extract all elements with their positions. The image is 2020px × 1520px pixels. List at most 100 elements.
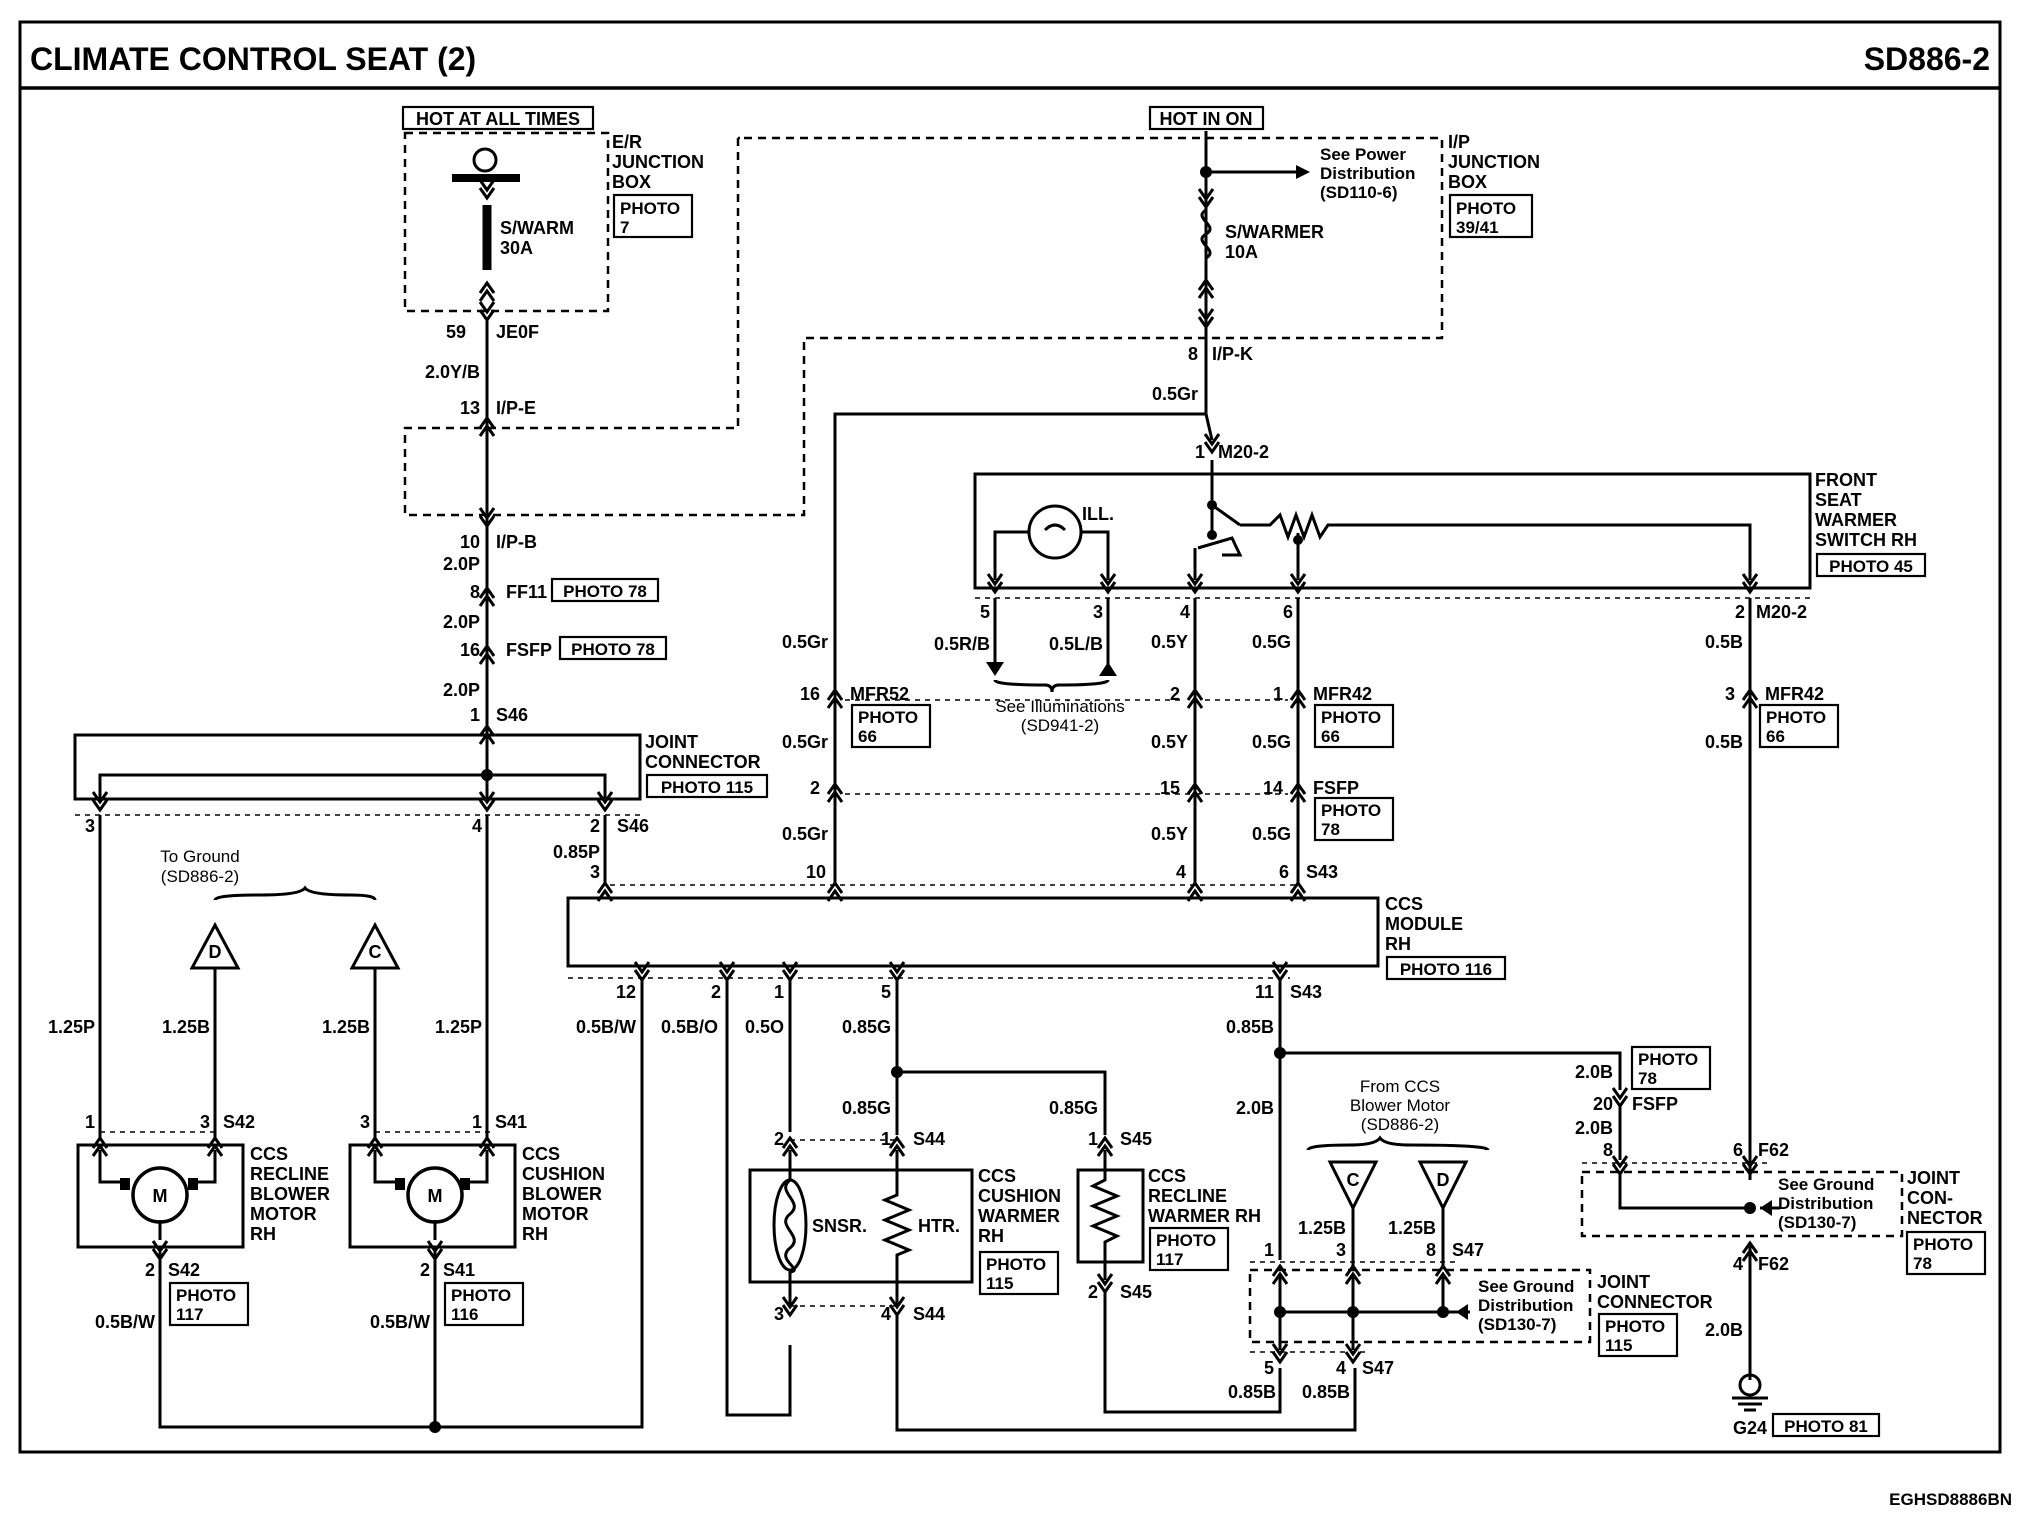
sensor-coil xyxy=(784,1178,796,1274)
cushion-blower-l1: CCS xyxy=(522,1144,560,1164)
arrow-power-dist xyxy=(1296,165,1310,179)
pin-5-switch: 5 xyxy=(980,602,990,622)
resistor-tap xyxy=(1293,535,1303,545)
photo-45-label: PHOTO 45 xyxy=(1829,557,1913,576)
wire-label-0-5gr-top: 0.5Gr xyxy=(1152,384,1198,404)
lamp-wires xyxy=(993,530,1110,580)
conn-fsfp-b: FSFP xyxy=(1313,778,1359,798)
ill-label: ILL. xyxy=(1082,504,1114,524)
wire-label-0-5lb: 0.5L/B xyxy=(1049,634,1103,654)
joint-con-l1: JOINT xyxy=(1907,1168,1960,1188)
photo-116-b-l1: PHOTO xyxy=(451,1286,511,1305)
fuse-30a-label-2: 30A xyxy=(500,238,533,258)
pin-8-s47: 8 xyxy=(1426,1240,1436,1260)
to-ground-brace xyxy=(213,885,377,901)
wire-label-0-5bw-b: 0.5B/W xyxy=(370,1312,430,1332)
photo-3941-l2: 39/41 xyxy=(1456,218,1499,237)
recline-heater-icon xyxy=(1089,1150,1121,1280)
conn-s41-top: S41 xyxy=(495,1112,527,1132)
illum-ref-1: See Illuminations xyxy=(995,697,1124,716)
joint-con-l3: NECTOR xyxy=(1907,1208,1983,1228)
photo-78-ff11-label: PHOTO 78 xyxy=(563,582,647,601)
photo-115-d-l1: PHOTO xyxy=(1605,1317,1665,1336)
wire-label-0-5gr-c: 0.5Gr xyxy=(782,824,828,844)
wire-2-0b-fsfp xyxy=(1280,1051,1622,1090)
to-ground-1: To Ground xyxy=(160,847,239,866)
wire-label-0-5g-a: 0.5G xyxy=(1252,632,1291,652)
ground-ref-c2-label: C xyxy=(1347,1170,1360,1190)
recline-motor-m: M xyxy=(153,1186,168,1206)
ground-ref-d-label: D xyxy=(209,942,222,962)
hot-in-on-label: HOT IN ON xyxy=(1160,109,1253,129)
wire-label-0-5gr-b: 0.5Gr xyxy=(782,732,828,752)
cushion-heater-icon xyxy=(881,1150,913,1305)
recline-warmer-l2: RECLINE xyxy=(1148,1186,1227,1206)
switch-label-1: FRONT xyxy=(1815,470,1877,490)
pin-1-s45: 1 xyxy=(1088,1129,1098,1149)
wire-label-0-5o: 0.5O xyxy=(745,1017,784,1037)
fuse-10a-l2: 10A xyxy=(1225,242,1258,262)
photo-45-box xyxy=(1815,552,1927,578)
ground-ref-c2-icon xyxy=(1327,1160,1379,1212)
diagram-frame xyxy=(18,20,2002,1454)
pin-3-switch: 3 xyxy=(1093,602,1103,622)
heater-label: HTR. xyxy=(918,1216,960,1236)
photo-116-b-l2: 116 xyxy=(451,1305,478,1324)
cushion-brush-r xyxy=(460,1178,470,1190)
pin-1-s46: 1 xyxy=(470,705,480,725)
photo-7-box xyxy=(612,193,694,239)
from-ccs-brace xyxy=(1306,1135,1490,1152)
recline-blower-l5: RH xyxy=(250,1224,276,1244)
pin-4-f62: 4 xyxy=(1733,1254,1743,1274)
pin-1-m20: 1 xyxy=(1195,442,1205,462)
hot-at-all-times-box xyxy=(401,105,595,131)
photo-66-mfr52-l2: 66 xyxy=(858,727,877,746)
wire-label-1-25b-a: 1.25B xyxy=(162,1017,210,1037)
wire-label-1-25p-a: 1.25P xyxy=(48,1017,95,1037)
cushion-warmer-l2: CUSHION xyxy=(978,1186,1061,1206)
conn-fsfp-c: FSFP xyxy=(1632,1094,1678,1114)
cushion-blower-l2: CUSHION xyxy=(522,1164,605,1184)
conn-s43-top: S43 xyxy=(1306,862,1338,882)
photo-117-a-l1: PHOTO xyxy=(176,1286,236,1305)
pin-6-module: 6 xyxy=(1279,862,1289,882)
pin-12-module: 12 xyxy=(616,982,636,1002)
pin-2-switch: 2 xyxy=(1735,602,1745,622)
photo-117-b-l2: 117 xyxy=(1156,1250,1183,1269)
wire-label-0-5bw-mod: 0.5B/W xyxy=(576,1017,636,1037)
diagram-title: CLIMATE CONTROL SEAT (2) xyxy=(30,41,476,77)
pin-59: 59 xyxy=(446,322,466,342)
pin-1-module: 1 xyxy=(774,982,784,1002)
see-ground-b-l3: (SD130-7) xyxy=(1478,1315,1556,1334)
joint-connector-b-l2: CONNECTOR xyxy=(1597,1292,1713,1312)
s47-splice-1 xyxy=(1274,1306,1286,1318)
recline-motor-icon xyxy=(131,1166,189,1224)
pin-2-fsfp: 2 xyxy=(810,778,820,798)
photo-117-b xyxy=(1148,1226,1230,1272)
photo-117-a xyxy=(168,1281,250,1327)
photo-81-box xyxy=(1771,1412,1881,1438)
wire-0-5bo-sensor xyxy=(725,978,792,1417)
photo-116-box xyxy=(1385,955,1507,981)
pin-1-s42: 1 xyxy=(85,1112,95,1132)
from-ccs-l1: From CCS xyxy=(1360,1077,1440,1096)
wire-label-0-85b-b: 0.85B xyxy=(1228,1382,1276,1402)
wire-label-0-5y-b: 0.5Y xyxy=(1151,732,1188,752)
wire-label-0-5g-c: 0.5G xyxy=(1252,824,1291,844)
wire-label-0-85g-c: 0.85G xyxy=(1049,1098,1098,1118)
photo-78-fsfp xyxy=(558,635,668,661)
sensor-label: SNSR. xyxy=(812,1216,867,1236)
pin-2-mfr42: 2 xyxy=(1170,684,1180,704)
illum-brace xyxy=(993,679,1110,693)
cushion-warmer-l3: WARMER xyxy=(978,1206,1060,1226)
see-ground-a-l3: (SD130-7) xyxy=(1778,1213,1856,1232)
see-ground-b-l2: Distribution xyxy=(1478,1296,1573,1315)
photo-115-d xyxy=(1597,1312,1679,1358)
conn-je0f: JE0F xyxy=(496,322,539,342)
photo-116-label: PHOTO 116 xyxy=(1400,960,1492,979)
photo-66-mfr42-b xyxy=(1758,703,1840,749)
photo-66-mfr42-b-l2: 66 xyxy=(1766,727,1785,746)
f62-bus xyxy=(1618,1172,1750,1210)
pin-10-module: 10 xyxy=(806,862,826,882)
